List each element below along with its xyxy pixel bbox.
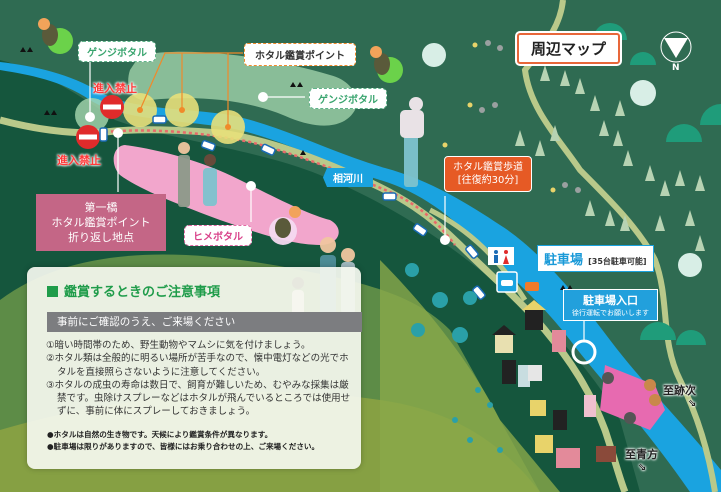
label-first-bridge: 第一橋 ホタル鑑賞ポイント 折り返し地点 [36, 194, 166, 251]
notice-note: ●ホタルは自然の生き物です。天候により鑑賞条件が異なります。 [47, 430, 273, 439]
label-viewing-point: ホタル鑑賞ポイント [244, 43, 356, 66]
arrow-to-atotsugi: ⇘ [688, 398, 697, 409]
bridge-line-2: ホタル鑑賞ポイント [51, 216, 151, 229]
entrance-marker [571, 339, 597, 365]
map-title: 周辺マップ [517, 33, 621, 64]
firefly-icon [38, 18, 73, 54]
label-genji-firefly-2: ゲンジボタル [309, 88, 387, 109]
north-label: N [672, 63, 680, 73]
trail-duration: [往復約30分] [457, 175, 519, 186]
no-entry-icon [76, 125, 100, 149]
arrow-to-aokata: ⇘ [638, 462, 647, 473]
houses-illustration [492, 300, 616, 468]
entrance-note: 徐行運転でお願いします [572, 309, 649, 317]
notice-notes: ●ホタルは自然の生き物です。天候により鑑賞条件が異なります。 ●駐車場は限りがあ… [47, 429, 319, 453]
firefly-icon [370, 46, 403, 83]
notice-heading: 鑑賞するときのご注意事項 [47, 281, 220, 300]
label-parking-entrance: 駐車場入口 徐行運転でお願いします [563, 289, 658, 321]
no-entry-icon [100, 95, 124, 119]
firefly-icon [269, 206, 301, 245]
label-genji-firefly-1: ゲンジボタル [78, 41, 156, 62]
label-parking: 駐車場 [35台駐車可能] [537, 245, 654, 272]
label-to-atotsugi: 至跡次 [663, 384, 696, 397]
label-hime-firefly: ヒメボタル [184, 225, 252, 246]
bridge-line-1: 第一橋 [84, 201, 118, 214]
one-way-arrow-icon [99, 115, 486, 300]
notice-subheading: 事前にご確認のうえ、ご来場ください [47, 312, 362, 332]
toilet-icon [488, 247, 514, 265]
notice-panel: 鑑賞するときのご注意事項 事前にご確認のうえ、ご来場ください ①暗い時間帯のため… [27, 267, 362, 469]
bridge-line-3: 折り返し地点 [68, 231, 134, 244]
notice-item: ②ホタル類は全般的に明るい場所が苦手なので、懐中電灯などの光でホタルを直接照らさ… [46, 353, 349, 378]
notice-item: ①暗い時間帯のため、野生動物やマムシに気を付けましょう。 [46, 340, 311, 351]
parking-name: 駐車場 [544, 253, 584, 268]
tree-illustrations [405, 23, 721, 453]
car-illustration [600, 365, 665, 430]
label-no-entry-2: 進入禁止 [57, 154, 101, 167]
label-firefly-trail: ホタル鑑賞歩道 [往復約30分] [444, 156, 532, 192]
notice-items: ①暗い時間帯のため、野生動物やマムシに気を付けましょう。 ②ホタル類は全般的に明… [46, 339, 356, 419]
square-bullet-icon [47, 286, 58, 297]
label-pointer-lines [85, 60, 585, 340]
label-no-entry-1: 進入禁止 [93, 82, 137, 95]
parking-car-icon [496, 271, 518, 293]
parking-capacity: [35台駐車可能] [588, 257, 647, 266]
compass-north-icon [660, 31, 692, 63]
notice-item: ③ホタルの成虫の寿命は数日で、飼育が難しいため、むやみな採集は厳禁です。虫除けス… [46, 379, 351, 418]
notice-note: ●駐車場は限りがありますので、皆様にはお乗り合わせの上、ご来場ください。 [47, 442, 320, 451]
entrance-name: 駐車場入口 [583, 294, 638, 307]
trail-name: ホタル鑑賞歩道 [453, 162, 523, 173]
label-to-aokata: 至青方 [625, 448, 658, 461]
label-river: 相河川 [323, 168, 373, 187]
